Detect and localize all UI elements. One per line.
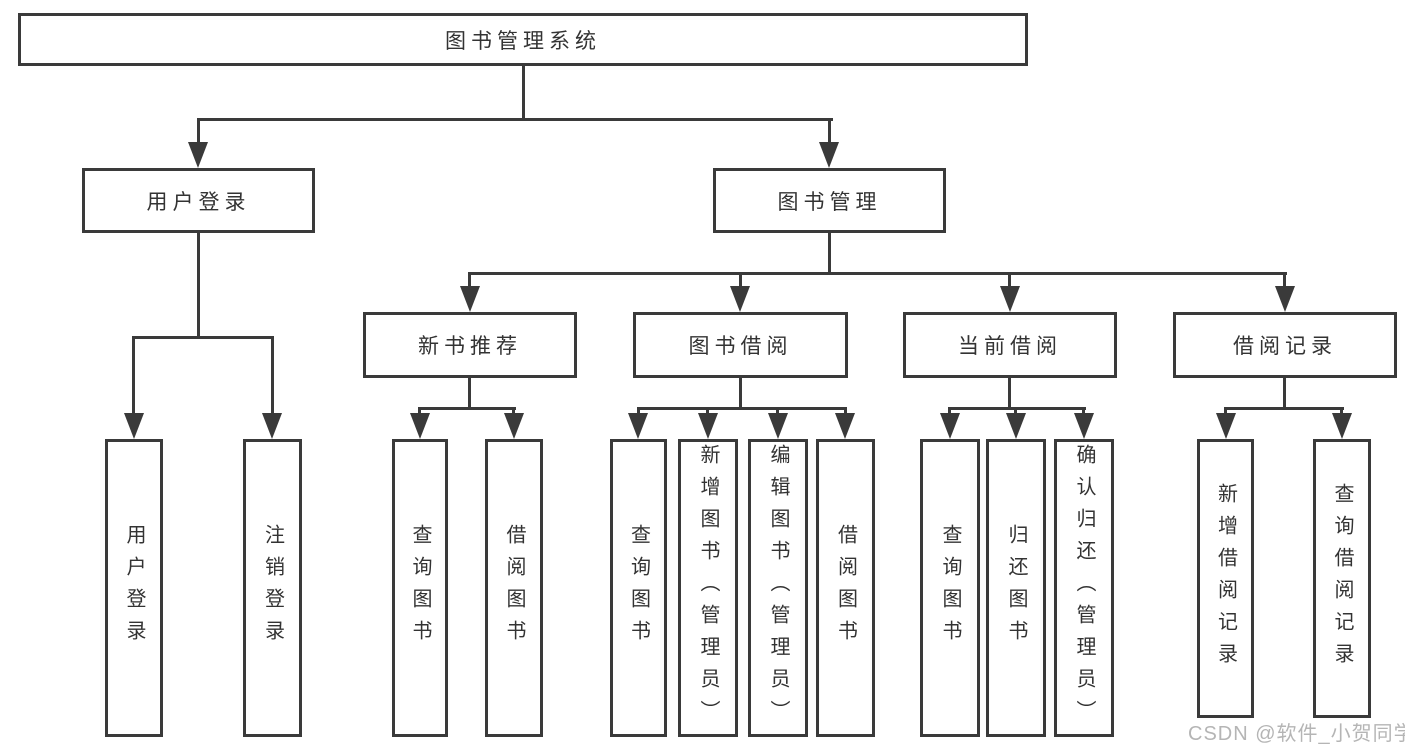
arrowhead (835, 413, 855, 439)
arrowhead (188, 142, 208, 168)
connector-line (1008, 378, 1011, 409)
leaf-user-login: 用户登录 (105, 439, 163, 737)
connector-line (776, 407, 779, 415)
connector-line (948, 407, 951, 415)
connector-line (1082, 407, 1085, 415)
node-book-borrowing-label: 图书借阅 (688, 335, 793, 358)
connector-line (197, 233, 200, 339)
connector-line (637, 407, 640, 415)
connector-line (271, 336, 274, 416)
arrowhead (940, 413, 960, 439)
node-book-management: 图书管理 (713, 168, 946, 233)
leaf-query-books-borrowing-label: 查询图书 (627, 524, 650, 652)
connector-line (418, 407, 516, 410)
arrowhead (1006, 413, 1026, 439)
node-new-book-recommendation-label: 新书推荐 (418, 335, 522, 358)
connector-line (828, 233, 831, 275)
node-book-borrowing: 图书借阅 (633, 312, 848, 378)
connector-line (706, 407, 709, 415)
leaf-add-book-admin-label: 新增图书（管理员） (697, 444, 719, 732)
connector-line (512, 407, 515, 415)
arrowhead (262, 413, 282, 439)
node-user-login: 用户登录 (82, 168, 315, 233)
node-user-login-label: 用户登录 (146, 190, 251, 214)
node-borrowing-records: 借阅记录 (1173, 312, 1397, 378)
leaf-logout-label: 注销登录 (261, 524, 284, 652)
node-root-label: 图书管理系统 (445, 29, 601, 53)
arrowhead (819, 142, 839, 168)
arrowhead (460, 286, 480, 312)
connector-line (1008, 272, 1011, 289)
leaf-confirm-return-admin: 确认归还（管理员） (1054, 439, 1114, 737)
connector-line (468, 272, 1287, 275)
leaf-confirm-return-admin-label: 确认归还（管理员） (1073, 444, 1095, 732)
connector-line (468, 378, 471, 409)
leaf-user-login-label: 用户登录 (123, 524, 145, 652)
connector-line (522, 66, 525, 121)
connector-line (844, 407, 847, 415)
leaf-borrow-books-recommend: 借阅图书 (485, 439, 543, 737)
leaf-query-borrow-record-label: 查询借阅记录 (1331, 482, 1353, 675)
arrowhead (730, 286, 750, 312)
node-current-borrowing-label: 当前借阅 (958, 335, 1062, 358)
leaf-logout: 注销登录 (243, 439, 302, 737)
arrowhead (410, 413, 430, 439)
leaf-query-books-recommend: 查询图书 (392, 439, 448, 737)
leaf-add-book-admin: 新增图书（管理员） (678, 439, 738, 737)
arrowhead (504, 413, 524, 439)
leaf-borrow-books-recommend-label: 借阅图书 (503, 524, 525, 652)
leaf-query-books-current-label: 查询图书 (939, 524, 961, 652)
leaf-query-books-recommend-label: 查询图书 (409, 524, 431, 652)
connector-line (418, 407, 421, 415)
arrowhead (698, 413, 718, 439)
leaf-edit-book-admin-label: 编辑图书（管理员） (767, 444, 789, 732)
connector-line (739, 378, 742, 409)
node-book-management-label: 图书管理 (777, 190, 882, 214)
arrowhead (628, 413, 648, 439)
leaf-return-books: 归还图书 (986, 439, 1046, 737)
leaf-query-books-current: 查询图书 (920, 439, 980, 737)
leaf-borrow-books-borrowing: 借阅图书 (816, 439, 875, 737)
connector-line (739, 272, 742, 289)
connector-line (197, 118, 833, 121)
connector-line (132, 336, 135, 416)
node-new-book-recommendation: 新书推荐 (363, 312, 577, 378)
leaf-borrow-books-borrowing-label: 借阅图书 (834, 524, 857, 652)
leaf-add-borrow-record-label: 新增借阅记录 (1214, 482, 1237, 675)
leaf-query-borrow-record: 查询借阅记录 (1313, 439, 1371, 718)
leaf-add-borrow-record: 新增借阅记录 (1197, 439, 1254, 718)
connector-line (1224, 407, 1227, 415)
connector-line (948, 407, 1086, 410)
arrowhead (1275, 286, 1295, 312)
connector-line (132, 336, 274, 339)
connector-line (828, 118, 831, 146)
arrowhead (1000, 286, 1020, 312)
node-root: 图书管理系统 (18, 13, 1028, 66)
leaf-edit-book-admin: 编辑图书（管理员） (748, 439, 808, 737)
connector-line (1283, 272, 1286, 289)
node-borrowing-records-label: 借阅记录 (1233, 335, 1337, 358)
arrowhead (1332, 413, 1352, 439)
connector-line (1340, 407, 1343, 415)
connector-line (637, 407, 847, 410)
arrowhead (768, 413, 788, 439)
connector-line (1014, 407, 1017, 415)
connector-line (197, 118, 200, 146)
connector-line (1283, 378, 1286, 409)
leaf-return-books-label: 归还图书 (1005, 524, 1027, 652)
arrowhead (124, 413, 144, 439)
leaf-query-books-borrowing: 查询图书 (610, 439, 667, 737)
arrowhead (1216, 413, 1236, 439)
arrowhead (1074, 413, 1094, 439)
connector-line (468, 272, 471, 289)
node-current-borrowing: 当前借阅 (903, 312, 1117, 378)
connector-line (1224, 407, 1344, 410)
watermark: CSDN @软件_小贺同学 (1188, 723, 1405, 745)
